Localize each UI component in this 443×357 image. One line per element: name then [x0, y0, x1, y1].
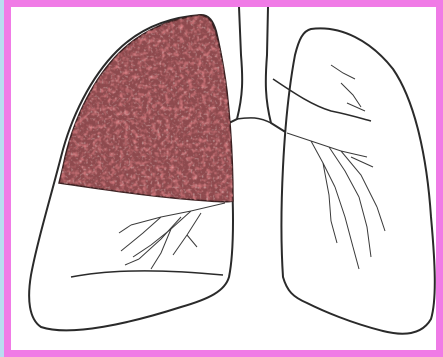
lungs-illustration — [11, 7, 436, 350]
left-lung-outline — [282, 28, 435, 333]
image-frame — [4, 0, 443, 357]
right-upper-lobe-highlight — [59, 15, 233, 202]
trachea — [225, 7, 287, 133]
